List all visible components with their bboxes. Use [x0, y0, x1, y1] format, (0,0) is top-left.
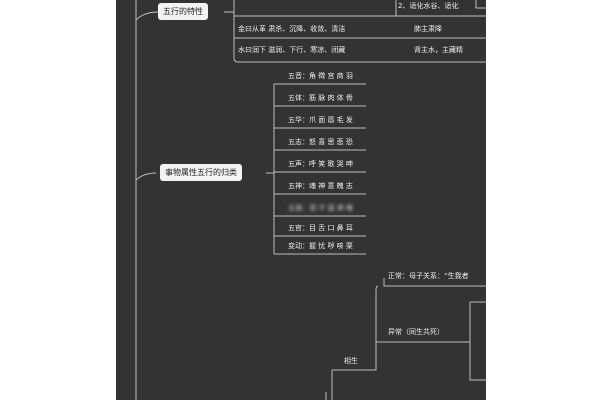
- class-item-wuye: 五液：泪 汗 涎 涕 唾: [288, 204, 353, 212]
- topic-classification[interactable]: 事物属性五行的归类: [160, 164, 242, 181]
- relation-abnormal: 异常（同生共死）: [388, 328, 444, 336]
- trait-metal-organ: 肺主肃降: [414, 25, 442, 33]
- relation-normal: 正常：母子关系：“生我者: [388, 272, 469, 280]
- class-item-wuzhi: 五志：怒 喜 思 悲 恐: [288, 138, 353, 146]
- trait-water-organ: 肾主水，主藏精: [414, 46, 463, 54]
- trait-water: 水曰润下 滋润、下行、寒凉、闭藏: [238, 46, 346, 54]
- connector-lines: [135, 0, 486, 400]
- class-item-wuhua: 五华：爪 面 唇 毛 发: [288, 116, 353, 124]
- topic-wuxing-traits[interactable]: 五行的特性: [158, 3, 208, 20]
- trait-metal: 金曰从革 肃杀、沉降、收敛、清洁: [238, 25, 346, 33]
- class-item-wusheng: 五声：呼 笑 歌 哭 呻: [288, 160, 353, 168]
- class-item-wuyin: 五音：角 徵 宫 商 羽: [288, 72, 353, 80]
- mindmap-canvas: 2、适化水谷、适化 五行的特性 金曰从革 肃杀、沉降、收敛、清洁 肺主肃降 水曰…: [116, 0, 486, 400]
- class-item-wuguan: 五官：目 舌 口 鼻 耳: [288, 224, 353, 232]
- relation-xiangsheng: 相生: [344, 357, 358, 365]
- top-item-digest: 2、适化水谷、适化: [398, 2, 459, 10]
- class-item-wushen: 五神：魂 神 意 魄 志: [288, 182, 353, 190]
- class-item-wuti: 五体：筋 脉 肉 体 骨: [288, 94, 353, 102]
- class-item-biandong: 变动：握 忧 哕 咳 栗: [288, 242, 353, 250]
